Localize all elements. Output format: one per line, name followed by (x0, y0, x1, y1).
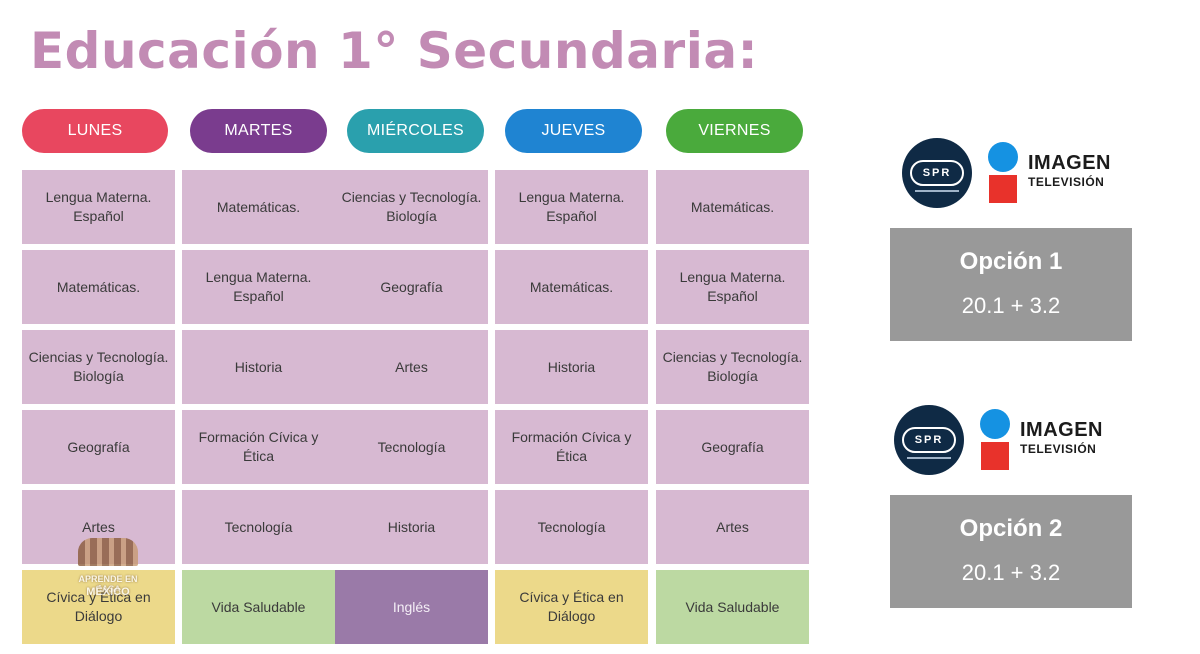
schedule-cell: Artes (335, 330, 488, 404)
program-watermark-logo: APRENDE EN CASA MÉXICO (72, 532, 144, 610)
imagen-circle-icon (988, 142, 1018, 172)
watermark-line1: APRENDE EN CASA (78, 574, 138, 594)
schedule-cell: Cívica y Ética en Diálogo (22, 570, 175, 644)
schedule-cell: Inglés (335, 570, 488, 644)
schedule-cell: Lengua Materna. Español (656, 250, 809, 324)
option-channels: 20.1 + 3.2 (961, 560, 1061, 585)
schedule-cell: Ciencias y Tecnología. Biología (656, 330, 809, 404)
spr-logo: SPR (902, 138, 972, 208)
schedule-cell: Geografía (335, 250, 488, 324)
spr-logo-text: SPR (910, 160, 964, 186)
day-label-tuesday: MARTES (190, 109, 327, 153)
option-title: Opción 2 (959, 515, 1063, 542)
schedule-cell: Matemáticas. (22, 250, 175, 324)
schedule-cell: Vida Saludable (656, 570, 809, 644)
option-channels: 20.1 + 3.2 (961, 293, 1061, 318)
channel-option-1: Opción 1 20.1 + 3.2 (890, 228, 1132, 341)
day-label-thursday: JUEVES (505, 109, 642, 153)
schedule-cell: Ciencias y Tecnología. Biología (22, 330, 175, 404)
schedule-cell: Tecnología (182, 490, 335, 564)
weekday-header: LUNES MARTES MIÉRCOLES JUEVES VIERNES (22, 109, 812, 155)
schedule-cell: Historia (335, 490, 488, 564)
imagen-square-icon (989, 175, 1017, 203)
imagen-logo-subtext: TELEVISIÓN (1028, 175, 1105, 189)
schedule-cell: Vida Saludable (182, 570, 335, 644)
imagen-square-icon (981, 442, 1009, 470)
schedule-cell: Historia (182, 330, 335, 404)
imagen-logo-text: IMAGEN (1020, 419, 1103, 441)
day-label-wednesday: MIÉRCOLES (347, 109, 484, 153)
spr-logo: SPR (894, 405, 964, 475)
schedule-cell: Matemáticas. (495, 250, 648, 324)
schedule-cell: Artes (656, 490, 809, 564)
channel-option-2: Opción 2 20.1 + 3.2 (890, 495, 1132, 608)
watermark-line2: MÉXICO (86, 586, 130, 598)
schedule-cell: Lengua Materna. Español (182, 250, 335, 324)
watermark-people-graphic (78, 538, 138, 566)
schedule-cell: Geografía (656, 410, 809, 484)
schedule-cell: Cívica y Ética en Diálogo (495, 570, 648, 644)
schedule-cell: Historia (495, 330, 648, 404)
schedule-cell: Geografía (22, 410, 175, 484)
schedule-cell: Formación Cívica y Ética (495, 410, 648, 484)
schedule-cell: Formación Cívica y Ética (182, 410, 335, 484)
option-title: Opción 1 (959, 248, 1063, 275)
schedule-cell: Ciencias y Tecnología. Biología (335, 170, 488, 244)
page-title: Educación 1° Secundaria: (30, 22, 759, 80)
imagen-circle-icon (980, 409, 1010, 439)
day-label-monday: LUNES (22, 109, 168, 153)
day-label-friday: VIERNES (666, 109, 803, 153)
spr-logo-text: SPR (902, 427, 956, 453)
schedule-cell: Lengua Materna. Español (22, 170, 175, 244)
schedule-cell: Lengua Materna. Español (495, 170, 648, 244)
schedule-cell: Matemáticas. (656, 170, 809, 244)
schedule-cell: Tecnología (335, 410, 488, 484)
schedule-cell: Matemáticas. (182, 170, 335, 244)
imagen-logo-subtext: TELEVISIÓN (1020, 442, 1097, 456)
schedule-cell: Tecnología (495, 490, 648, 564)
imagen-logo-text: IMAGEN (1028, 152, 1111, 174)
